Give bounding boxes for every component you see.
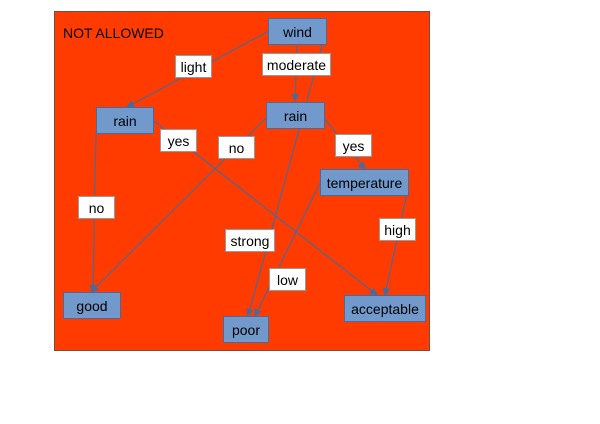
edge-label-no-center: no [218,136,255,159]
node-temperature[interactable]: temperature [320,169,409,196]
edge-label-yes-left: yes [160,129,197,152]
diagram-title: NOT ALLOWED [63,25,164,41]
node-rain-center[interactable]: rain [266,102,325,129]
edge-label-low: low [269,268,306,291]
node-acceptable[interactable]: acceptable [344,295,426,322]
node-wind[interactable]: wind [268,18,327,45]
node-rain-left[interactable]: rain [96,107,154,134]
edge-label-yes-right: yes [335,134,372,157]
edge-label-moderate: moderate [262,53,331,76]
node-poor[interactable]: poor [223,316,269,343]
edge-label-strong: strong [225,229,275,252]
edge-label-no-left: no [78,196,115,219]
edge-label-light: light [175,55,212,78]
node-good[interactable]: good [63,292,121,319]
edge-label-high: high [379,218,416,241]
